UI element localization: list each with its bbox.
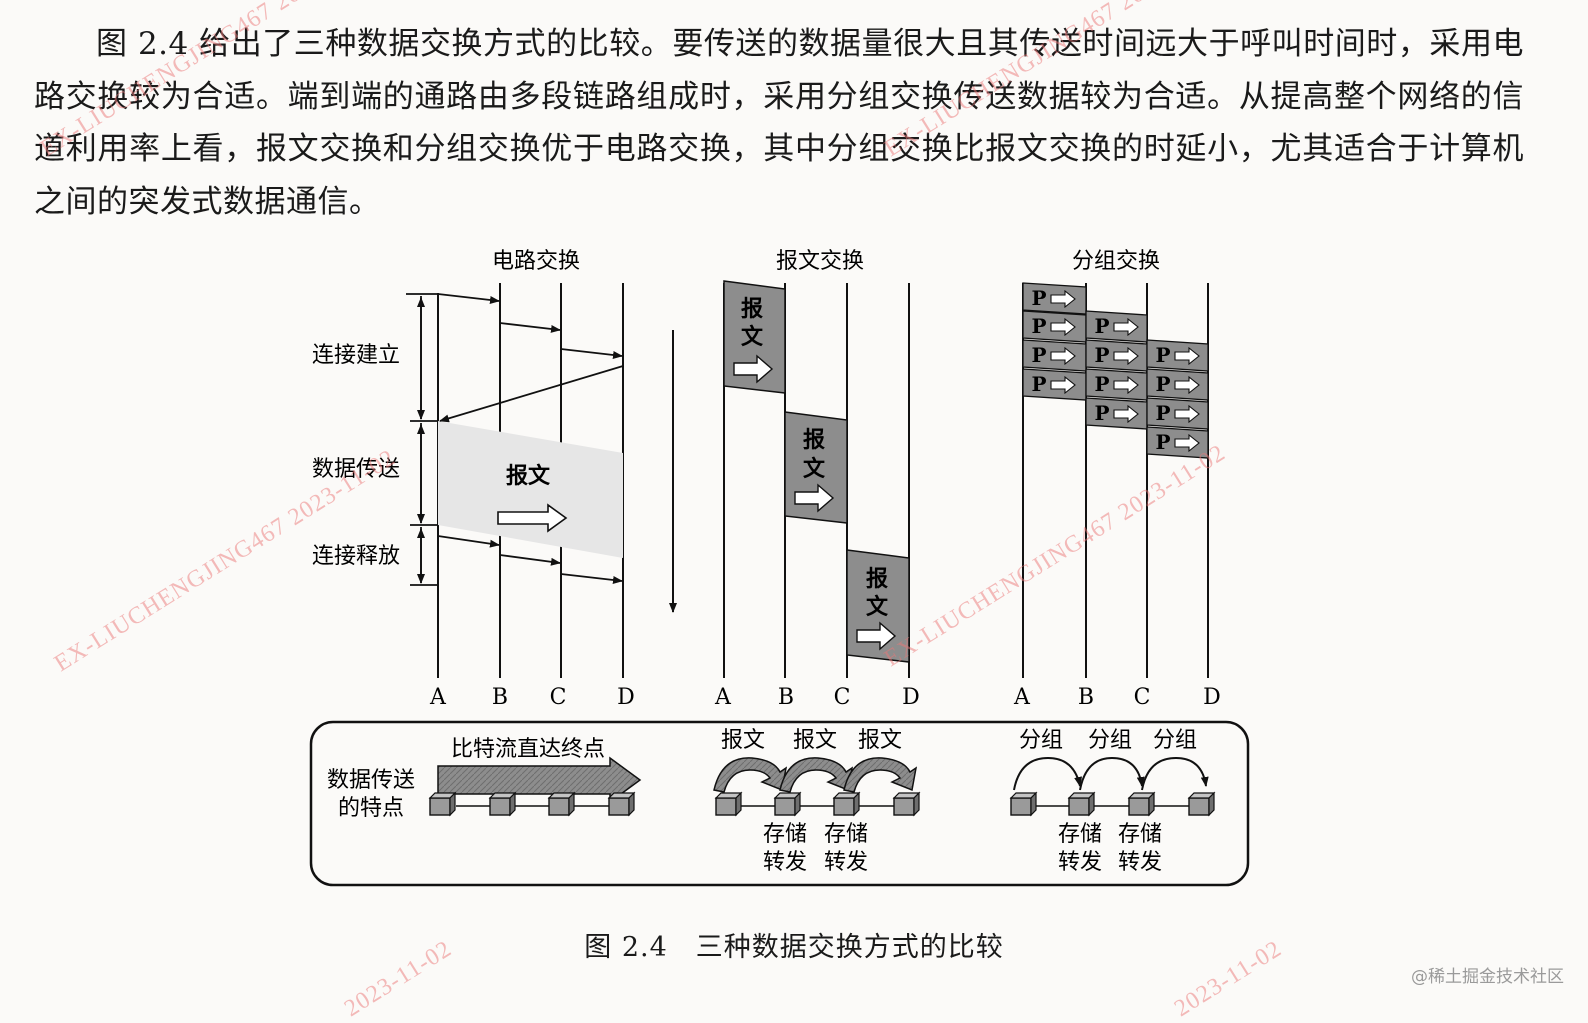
node-cube-icon <box>1009 791 1038 817</box>
packet-block: P <box>1022 368 1087 401</box>
box-row-label-1: 数据传送 <box>327 768 415 793</box>
msg-label-1: 报文 <box>721 728 765 753</box>
svg-text:P: P <box>1155 372 1170 396</box>
message-hop-arrows <box>713 757 918 793</box>
packet-block: P <box>1085 368 1148 401</box>
message-block-2: 报 文 <box>784 411 848 524</box>
message-node-c: C <box>834 685 851 710</box>
svg-text:P: P <box>1094 372 1109 396</box>
svg-text:报: 报 <box>741 296 763 322</box>
bitstream-label: 比特流直达终点 <box>451 737 605 762</box>
pkt-store-1: 存储 <box>1058 822 1102 847</box>
circuit-node-icons <box>428 791 636 817</box>
msg-label-3: 报文 <box>858 728 902 753</box>
message-block-1: 报 文 <box>723 280 786 394</box>
svg-text:P: P <box>1094 314 1109 338</box>
svg-text:P: P <box>1155 430 1170 454</box>
packet-block: P <box>1022 339 1087 372</box>
svg-text:文: 文 <box>866 594 889 620</box>
svg-text:报: 报 <box>803 427 825 453</box>
packet-block: P <box>1085 339 1148 372</box>
pkt-label-1: 分组 <box>1019 728 1063 753</box>
panel-title-message: 报文交换 <box>776 249 864 274</box>
figure-caption: 图 2.4 三种数据交换方式的比较 <box>0 925 1588 964</box>
node-cube-icon <box>892 791 921 817</box>
packet-block: P <box>1146 426 1209 459</box>
msg-forward-2: 转发 <box>824 850 868 875</box>
message-block-3: 报 文 <box>846 549 910 663</box>
pkt-forward-2: 转发 <box>1118 850 1162 875</box>
site-watermark: @稀土掘金技术社区 <box>1411 967 1564 987</box>
characteristics-box <box>309 720 1250 887</box>
circuit-node-d: D <box>617 685 635 710</box>
node-cube-icon <box>607 791 636 817</box>
msg-store-1: 存储 <box>763 822 807 847</box>
node-cube-icon <box>832 791 861 817</box>
svg-text:P: P <box>1155 401 1170 425</box>
packet-node-d: D <box>1203 685 1221 710</box>
packet-block: P <box>1146 397 1209 430</box>
circuit-signals <box>406 293 624 586</box>
packet-hop-arrows <box>1013 756 1209 791</box>
svg-text:文: 文 <box>741 324 764 350</box>
phase-transfer: 数据传送 <box>312 457 400 482</box>
circuit-node-a: A <box>429 685 447 710</box>
node-cube-icon <box>428 791 457 817</box>
node-cube-icon <box>1187 791 1216 817</box>
packet-block: P <box>1085 310 1148 343</box>
circuit-message-label: 报文 <box>506 463 551 489</box>
panel-title-circuit: 电路交换 <box>492 249 580 274</box>
phase-release: 连接释放 <box>312 544 400 569</box>
svg-text:P: P <box>1094 401 1109 425</box>
packet-block: P <box>1146 368 1209 401</box>
caption-title: 三种数据交换方式的比较 <box>695 932 1004 963</box>
node-cube-icon <box>773 791 802 817</box>
msg-forward-1: 转发 <box>763 850 807 875</box>
circuit-arrow-icon <box>497 503 568 533</box>
message-node-b: B <box>778 685 794 710</box>
message-node-d: D <box>902 685 920 710</box>
pkt-label-2: 分组 <box>1088 728 1132 753</box>
svg-text:P: P <box>1094 343 1109 367</box>
circuit-node-c: C <box>550 685 567 710</box>
node-cube-icon <box>488 791 517 817</box>
box-row-label-2: 的特点 <box>338 796 404 821</box>
bitstream-arrow-icon <box>437 756 642 804</box>
svg-text:P: P <box>1031 372 1046 396</box>
packet-block: P <box>1022 310 1087 343</box>
packet-node-icons <box>1009 791 1216 817</box>
svg-text:报: 报 <box>866 566 888 592</box>
circuit-node-b: B <box>492 685 508 710</box>
svg-text:P: P <box>1155 343 1170 367</box>
node-cube-icon <box>714 791 743 817</box>
packet-node-a: A <box>1013 685 1031 710</box>
node-cube-icon <box>547 791 576 817</box>
message-node-icons <box>714 791 921 817</box>
packet-block: P <box>1085 397 1148 430</box>
panel-title-packet: 分组交换 <box>1072 249 1160 274</box>
packet-block: P <box>1146 339 1209 372</box>
svg-text:文: 文 <box>803 456 826 482</box>
svg-text:P: P <box>1031 314 1046 338</box>
msg-label-2: 报文 <box>793 728 837 753</box>
caption-number: 图 2.4 <box>584 932 668 963</box>
msg-store-2: 存储 <box>824 822 868 847</box>
pkt-label-3: 分组 <box>1153 728 1197 753</box>
pkt-forward-1: 转发 <box>1058 850 1102 875</box>
circuit-data-band <box>438 421 623 558</box>
svg-text:P: P <box>1031 343 1046 367</box>
node-cube-icon <box>1067 791 1096 817</box>
packet-block: P <box>1022 282 1087 315</box>
body-paragraph: 图 2.4 给出了三种数据交换方式的比较。要传送的数据量很大且其传送时间远大于呼… <box>34 26 1524 220</box>
node-cube-icon <box>1127 791 1156 817</box>
packet-node-c: C <box>1134 685 1151 710</box>
phase-connect: 连接建立 <box>312 343 400 368</box>
pkt-store-2: 存储 <box>1118 822 1162 847</box>
packet-node-b: B <box>1078 685 1094 710</box>
message-node-a: A <box>714 685 732 710</box>
svg-text:P: P <box>1031 286 1046 310</box>
